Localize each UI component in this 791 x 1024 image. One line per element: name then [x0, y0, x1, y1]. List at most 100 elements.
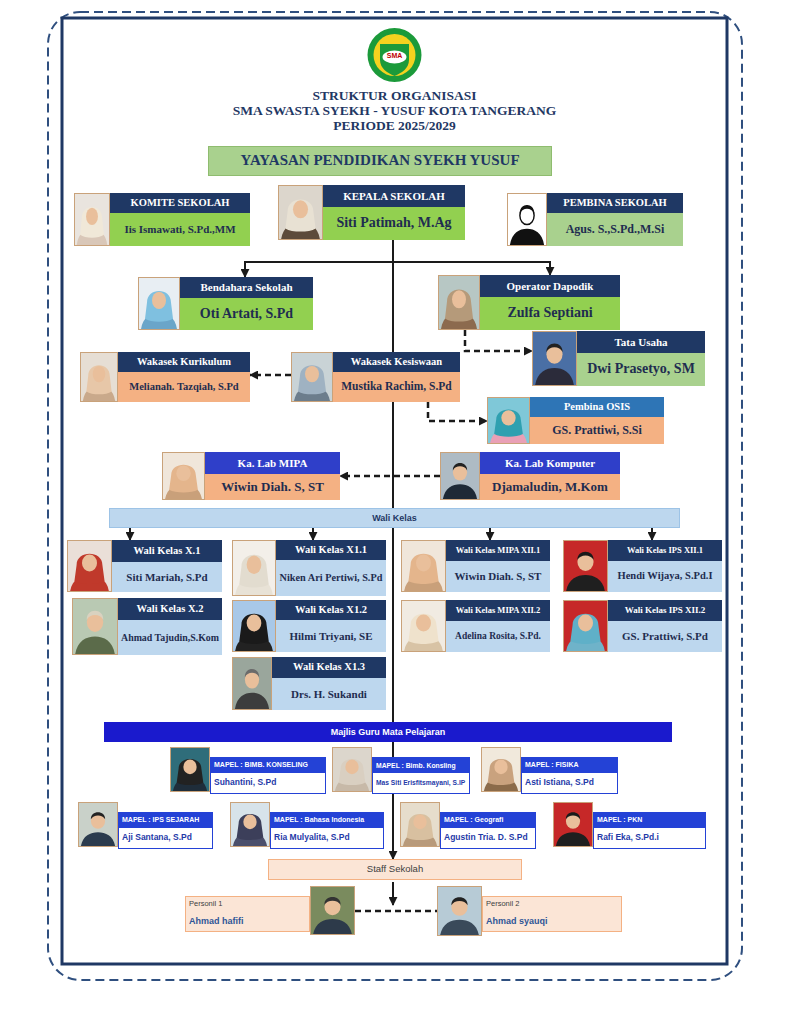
person-card: Personil 2 Ahmad syauqi [437, 886, 622, 936]
card: Ka. Lab MIPA Wiwin Diah. S, ST [205, 452, 340, 500]
name-box: Ahmad hafifi [186, 911, 309, 931]
name-text: Ahmad Tajudin,S.Kom [121, 632, 219, 643]
card: MAPEL : IPS SEJARAHAji Santana, S.Pd [118, 812, 213, 849]
photo [554, 803, 592, 846]
header-text: MAPEL : Bahasa Indonesia [274, 816, 380, 824]
photo-frame [74, 193, 110, 246]
name-text: Rafi Eka, S.Pd.i [597, 833, 702, 843]
header-box: KEPALA SEKOLAH [323, 185, 465, 207]
name-text: Niken Ari Pertiwi, S.Pd [279, 572, 383, 584]
header-text: Wali Kelas IPS XII.2 [611, 605, 719, 615]
person-card: Wakasek KurikulumMelianah. Tazqiah, S.Pd [80, 352, 250, 402]
title-text: STRUKTUR ORGANISASI [62, 88, 727, 104]
photo-frame [162, 452, 205, 500]
photo [233, 541, 275, 595]
header-box: MAPEL : IPS SEJARAH [119, 813, 212, 828]
school-logo [368, 28, 422, 82]
header-box: Personil 2 [483, 897, 621, 911]
name-text: Wiwin Diah. S, ST [208, 480, 337, 495]
photo-frame [563, 600, 608, 652]
card: Wali Kelas X.2Ahmad Tajudin,S.Kom [118, 598, 222, 655]
name-text: GS. Prattiwi, S.Si [533, 424, 661, 438]
header-box: Wali Kelas X.1 [112, 540, 222, 562]
card: Personil 2 Ahmad syauqi [482, 896, 622, 932]
person-card: Wali Kelas MIPA XII.1Wiwin Diah. S, ST [401, 540, 550, 592]
name-text: Drs. H. Sukandi [275, 688, 383, 701]
photo [564, 541, 607, 591]
name-box: Agustin Tria. D. S.Pd [441, 828, 535, 848]
card: MAPEL : Bimb. KonslingMas Siti Erisfitsm… [372, 757, 470, 794]
person-card: MAPEL : IPS SEJARAHAji Santana, S.Pd [78, 802, 213, 849]
header-box: MAPEL : Bimb. Konsling [373, 758, 469, 773]
person-card: MAPEL : FISIKA Asti Istiana, S.Pd [481, 747, 618, 794]
header-text: MAPEL : IPS SEJARAH [122, 816, 209, 824]
person-card: Wali Kelas X.2Ahmad Tajudin,S.Kom [72, 598, 222, 655]
header-box: Wali Kelas X1.3 [272, 657, 386, 678]
card: Bendahara SekolahOti Artati, S.Pd [180, 277, 313, 330]
header-text: MAPEL : FISIKA [525, 761, 614, 769]
photo-frame [232, 540, 276, 596]
header-text: Wali Kelas IPS XII.1 [611, 546, 719, 556]
photo [79, 803, 117, 846]
band: Majlis Guru Mata Pelajaran [104, 722, 672, 742]
person-card: Ka. Lab KomputerDjamaludin, M.Kom [440, 452, 620, 500]
connector [250, 374, 291, 377]
header-text: KOMITE SEKOLAH [113, 197, 247, 209]
name-text: Dwi Prasetyo, SM [580, 361, 702, 377]
name-text: Ahmad syauqi [486, 916, 618, 926]
photo [81, 353, 117, 401]
name-box: Wiwin Diah. S, ST [446, 561, 550, 592]
name-box: Agus. S.,S.Pd.,M.Si [547, 213, 683, 246]
photo [564, 601, 607, 651]
name-text: Hendi Wijaya, S.Pd.I [611, 570, 719, 582]
connector [392, 240, 394, 352]
name-box: Adelina Rosita, S.Pd. [446, 621, 550, 652]
header-text: KEPALA SEKOLAH [326, 190, 462, 203]
photo [279, 186, 322, 239]
header-box: KOMITE SEKOLAH [110, 193, 250, 213]
header-text: Wakasek Kurikulum [121, 356, 247, 368]
photo [233, 658, 271, 709]
name-box: Djamaludin, M.Kom [480, 474, 620, 500]
name-text: Asti Istiana, S.Pd [525, 778, 614, 788]
photo-frame [481, 747, 521, 792]
person-card: MAPEL : Bimb. KonslingMas Siti Erisfitsm… [332, 747, 470, 794]
card: MAPEL : Bahasa IndonesiaRia Mulyalita, S… [270, 812, 384, 849]
header-text: Wali Kelas X.1 [115, 545, 219, 557]
card: Wali Kelas IPS XII.2GS. Prattiwi, S.Pd [608, 600, 722, 652]
header-box: Ka. Lab MIPA [205, 452, 340, 474]
name-box: Mustika Rachim, S.Pd [333, 372, 460, 402]
header-box: Ka. Lab Komputer [480, 452, 620, 474]
photo [171, 748, 209, 791]
header-text: MAPEL : Geografi [444, 816, 532, 824]
photo-frame [532, 331, 577, 386]
header-box: Wali Kelas MIPA XII.2 [446, 600, 550, 621]
photo-frame [400, 802, 440, 847]
photo [139, 278, 179, 329]
photo-frame [80, 352, 118, 402]
name-box: Rafi Eka, S.Pd.i [594, 828, 705, 848]
photo [508, 194, 546, 245]
header-box: MAPEL : FISIKA [522, 758, 617, 773]
header-box: MAPEL : BIMB. KONSELING [211, 758, 325, 773]
header-box: Wali Kelas IPS XII.1 [608, 540, 722, 561]
photo-frame [232, 657, 272, 710]
name-text: Siti Mariah, S.Pd [115, 571, 219, 584]
name-text: Ria Mulyalita, S.Pd [274, 833, 380, 843]
person-card: Wali Kelas X1.1Niken Ari Pertiwi, S.Pd [232, 540, 386, 596]
photo-frame [437, 886, 482, 936]
name-box: Ahmad Tajudin,S.Kom [118, 620, 222, 655]
header-text: MAPEL : PKN [597, 816, 702, 824]
name-box: Suhantini, S.Pd [211, 773, 325, 793]
person-card: MAPEL : Bahasa IndonesiaRia Mulyalita, S… [230, 802, 384, 849]
label-text: PERIODE 2025/2029 [62, 118, 727, 134]
person-card: Wali Kelas IPS XII.1Hendi Wijaya, S.Pd.I [563, 540, 722, 592]
header-box: MAPEL : Geografi [441, 813, 535, 828]
card: Wali Kelas X1.2Hilmi Triyani, SE [276, 600, 386, 652]
photo-frame [291, 352, 333, 402]
name-box: Dwi Prasetyo, SM [577, 353, 705, 386]
band: YAYASAN PENDIDIKAN SYEKH YUSUF [208, 146, 552, 176]
header-box: Pembina OSIS [530, 397, 664, 417]
connector [392, 528, 394, 722]
photo-frame [332, 747, 372, 792]
